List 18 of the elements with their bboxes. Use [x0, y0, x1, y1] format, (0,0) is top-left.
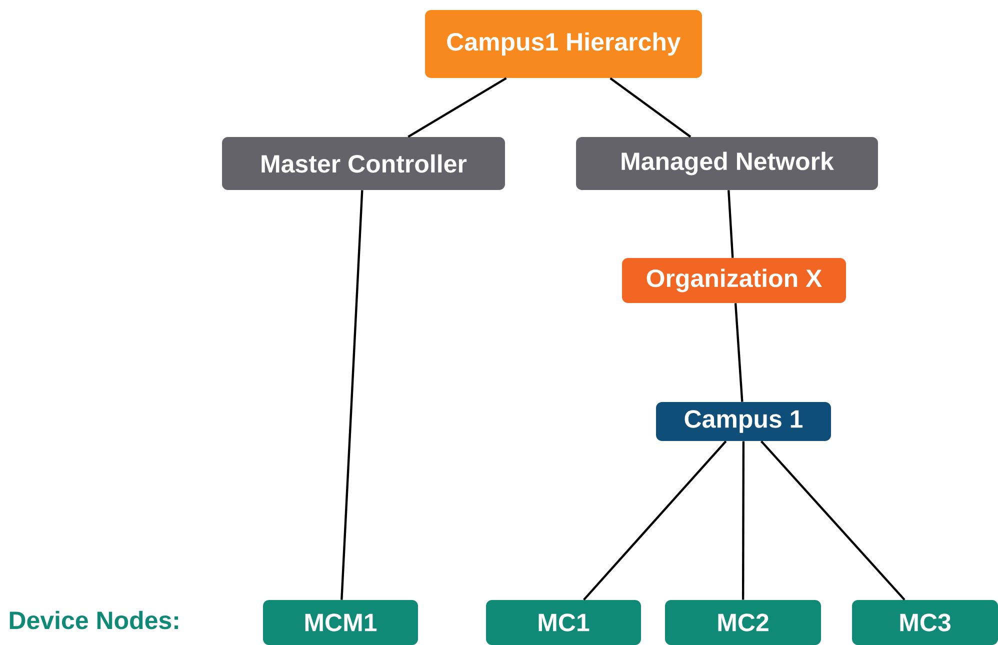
device-box: MC2 — [665, 600, 821, 645]
connector-line — [583, 440, 727, 601]
device-box: MC3 — [852, 600, 998, 645]
connector-line — [408, 77, 507, 138]
organization-box: Organization X — [622, 258, 846, 303]
controller-box: Master Controller — [222, 137, 505, 190]
connector-line — [734, 303, 744, 402]
connector-line — [760, 440, 906, 601]
connector-line — [340, 190, 364, 600]
connector-line — [742, 441, 745, 600]
network-box: Managed Network — [576, 137, 878, 190]
connector-line — [610, 77, 692, 138]
device-box: MC1 — [486, 600, 641, 645]
connector-line — [728, 190, 734, 258]
device-box: MCM1 — [263, 600, 418, 645]
campus-box: Campus 1 — [656, 402, 831, 441]
row-label: Device Nodes: — [10, 610, 178, 630]
hierarchy-box: Campus1 Hierarchy — [425, 10, 702, 78]
